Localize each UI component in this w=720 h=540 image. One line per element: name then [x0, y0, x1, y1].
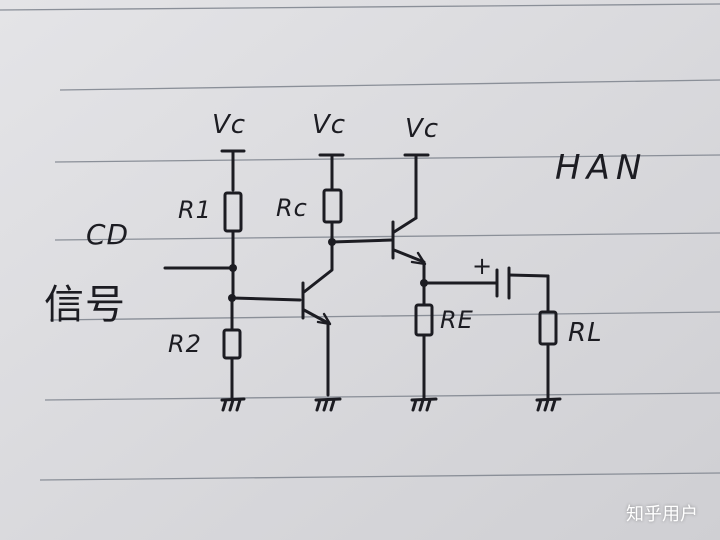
label-vc-3: Vc: [405, 114, 440, 144]
ground-symbol-1: [220, 397, 246, 412]
label-signal: 信号: [44, 282, 126, 328]
label-plus: +: [472, 252, 494, 280]
ground-symbol-2: [314, 397, 342, 412]
resistor-r2: [222, 296, 242, 400]
label-signature: HAN: [555, 148, 648, 188]
resistor-r1: [223, 191, 243, 270]
ruled-lines: [0, 3, 720, 481]
transistor-q1: [301, 240, 334, 397]
vc-terminal-3: [403, 153, 430, 220]
label-re: RE: [440, 306, 474, 334]
collector-link: [330, 238, 394, 244]
transistor-q2: [391, 216, 427, 285]
ground-symbol-4: [535, 397, 562, 412]
ground-symbol-3: [410, 397, 438, 412]
label-rl: RL: [568, 318, 603, 348]
vc-terminal-1: [220, 149, 246, 192]
label-cd: CD: [86, 218, 130, 251]
watermark-text: 知乎用户: [626, 504, 698, 525]
label-r1: R1: [178, 196, 212, 224]
label-vc-1: Vc: [212, 110, 247, 140]
label-r2: R2: [168, 330, 202, 358]
capacitor-output: [422, 266, 550, 300]
resistor-rl: [538, 274, 558, 400]
resistor-re: [414, 281, 434, 400]
label-rc: Rc: [276, 194, 308, 222]
vc-terminal-2: [318, 153, 345, 192]
label-vc-2: Vc: [312, 110, 347, 140]
